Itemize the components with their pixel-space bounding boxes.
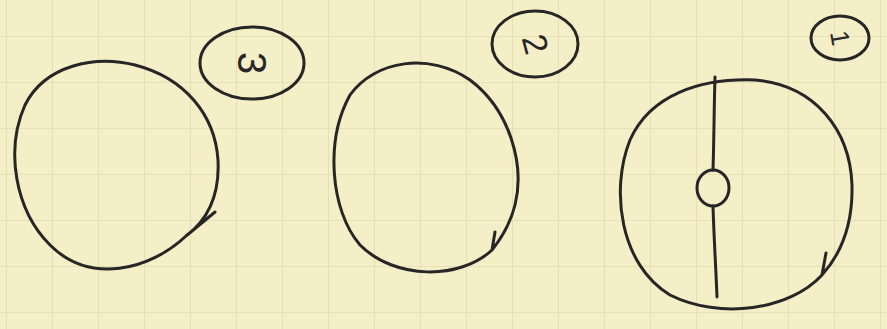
egg-outline bbox=[334, 63, 518, 272]
callout-circle: 2 bbox=[490, 9, 580, 79]
division-line bbox=[713, 77, 715, 170]
callout-number: 1 bbox=[826, 29, 854, 48]
callout-circle: 3 bbox=[198, 25, 306, 101]
callout-number: 2 bbox=[516, 30, 554, 57]
nucleus bbox=[697, 170, 729, 206]
division-line bbox=[713, 206, 717, 297]
egg-outline bbox=[620, 80, 852, 309]
callout-number: 3 bbox=[232, 52, 272, 74]
callout-circle: 1 bbox=[809, 14, 871, 62]
egg-outline bbox=[15, 61, 218, 269]
